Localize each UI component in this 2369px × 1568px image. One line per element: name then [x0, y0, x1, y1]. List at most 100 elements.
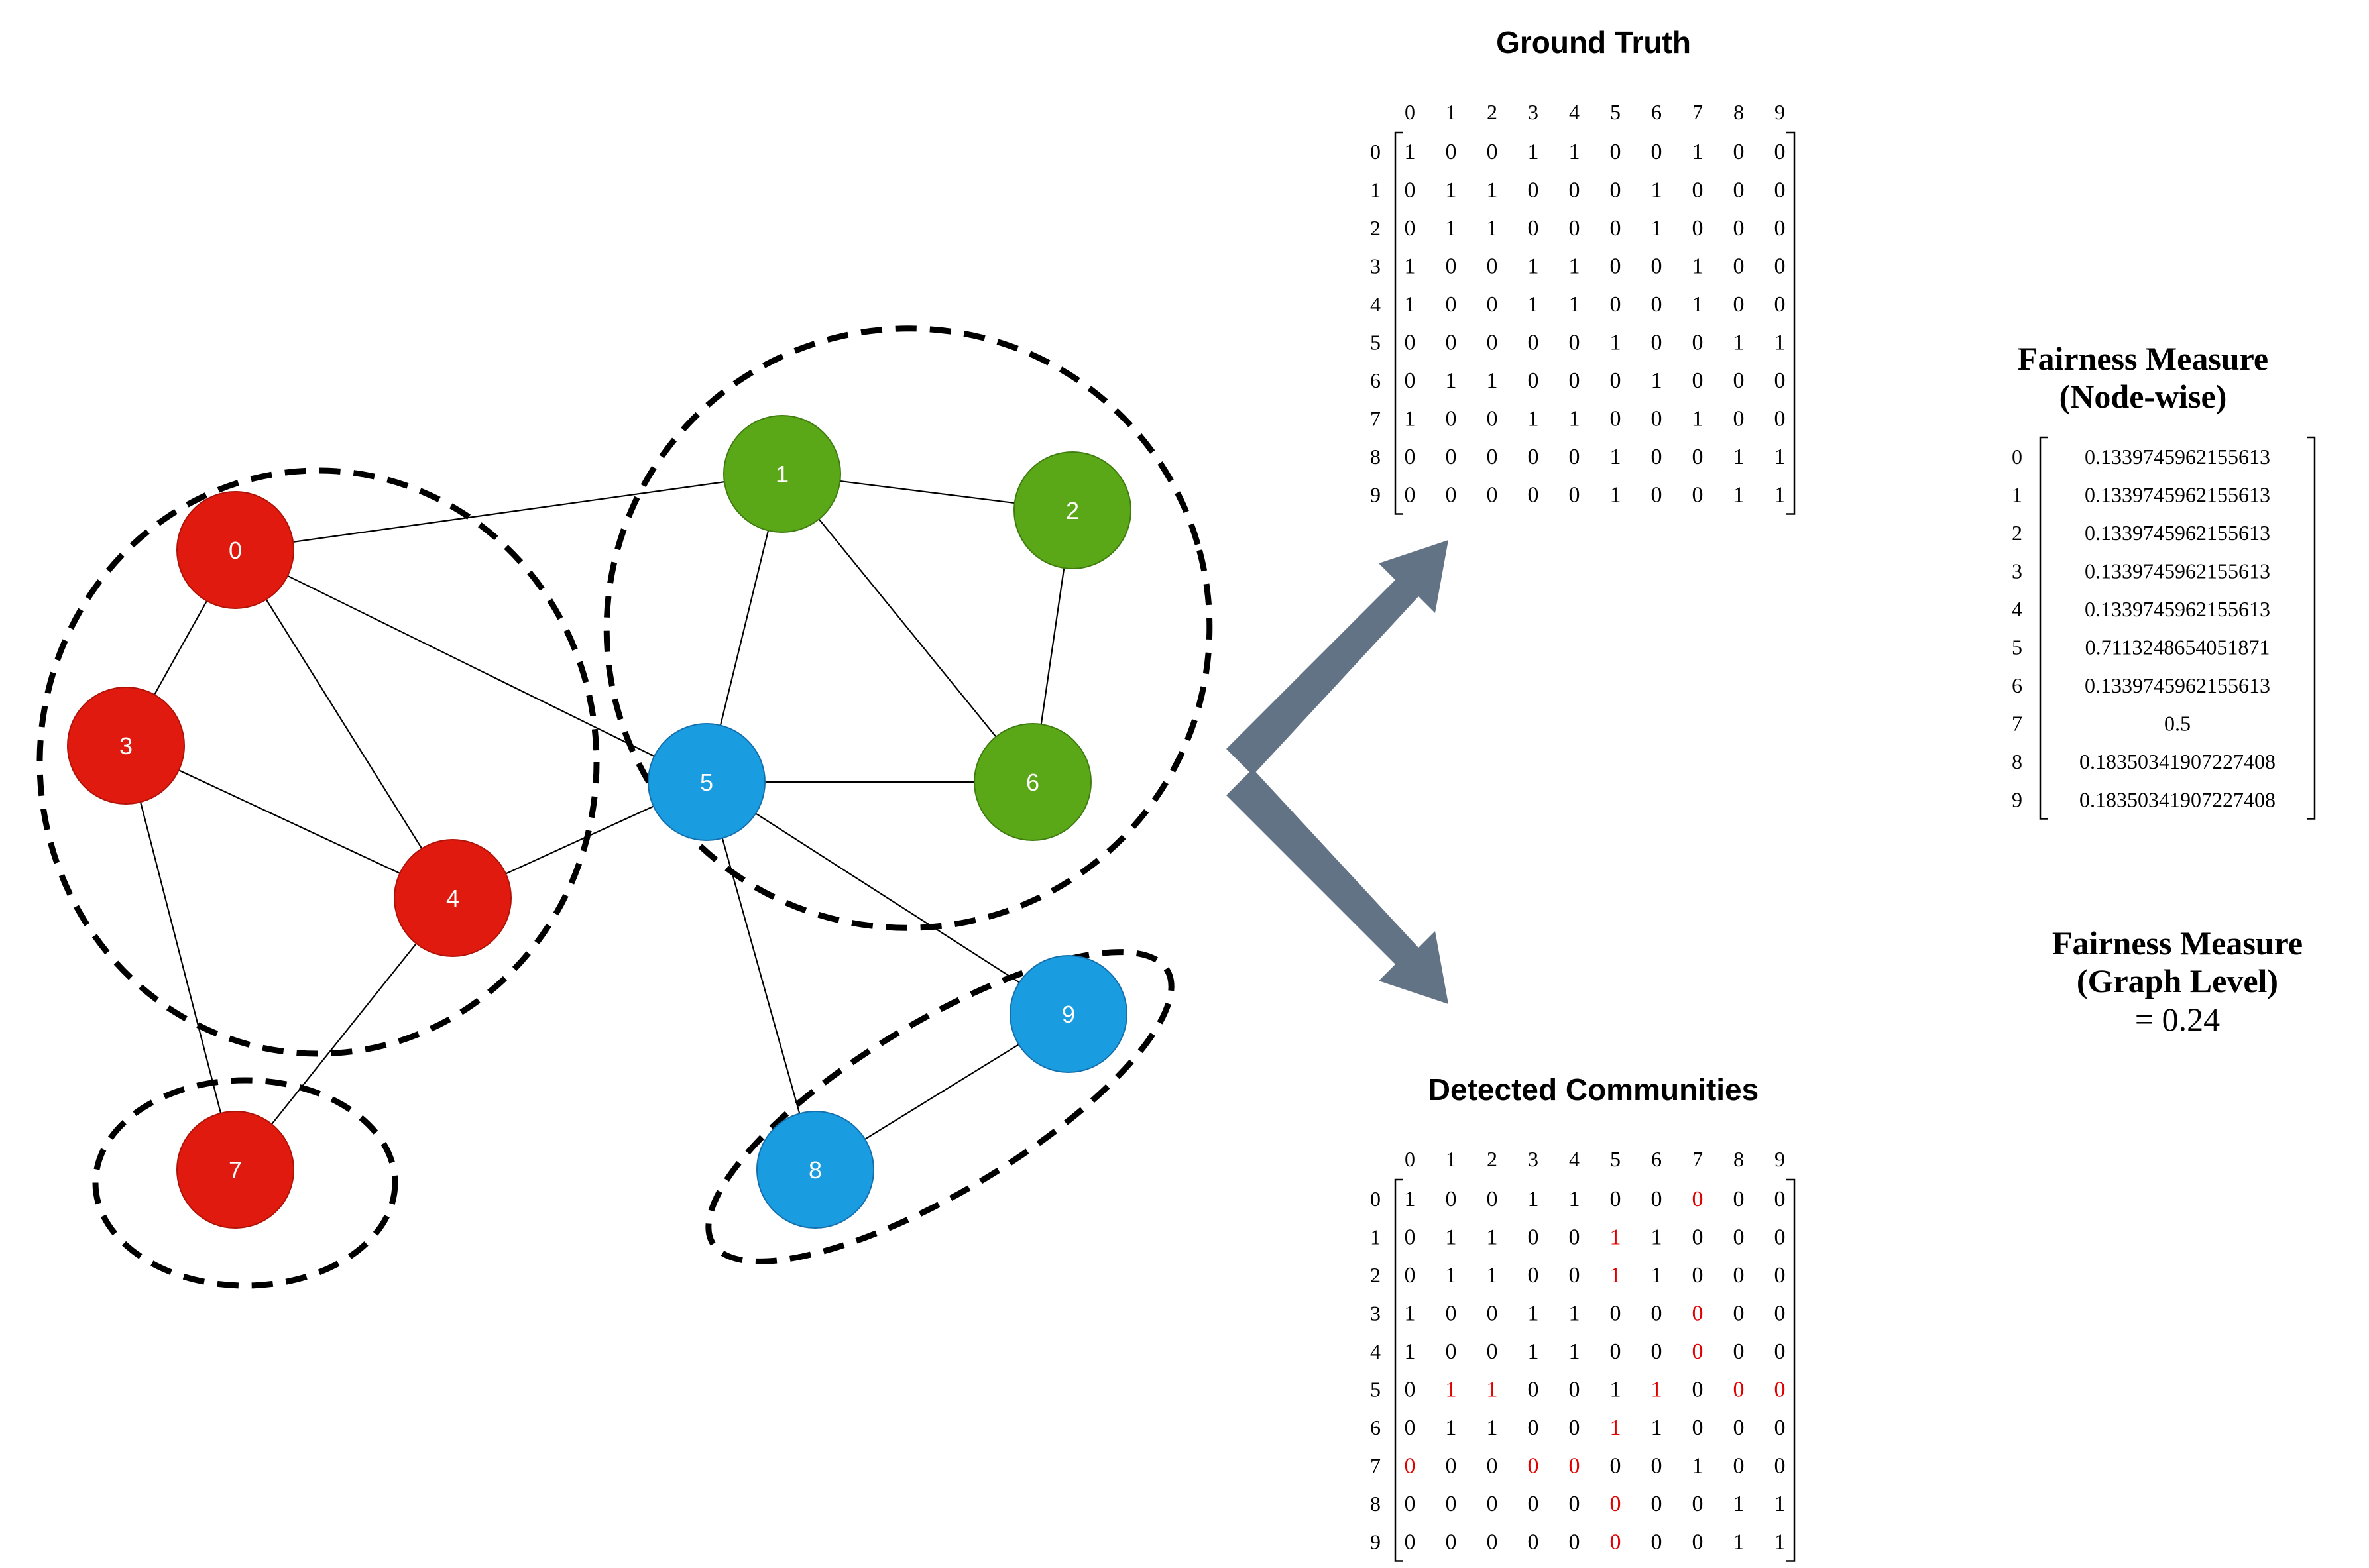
node-3-circle — [67, 687, 185, 805]
matrix-col-label: 3 — [1528, 1147, 1538, 1171]
matrix-cell: 0 — [1774, 1263, 1786, 1288]
matrix-row-label: 9 — [1370, 483, 1381, 507]
matrix-cell: 0 — [1610, 368, 1621, 393]
matrix-right-bracket — [1786, 1178, 1796, 1562]
node-5-label: 5 — [700, 769, 713, 796]
matrix-cell: 1 — [1610, 1416, 1621, 1440]
node-9[interactable]: 9 — [1010, 955, 1127, 1073]
matrix-left-bracket — [1394, 1178, 1403, 1562]
matrix-cell: 1 — [1569, 292, 1580, 317]
matrix-cell: 0 — [1446, 331, 1457, 355]
matrix-cell: 0 — [1528, 1492, 1539, 1516]
matrix-cell: 0 — [1692, 1492, 1704, 1516]
graph-nodes: 0 1 2 3 4 5 6 7 8 9 — [67, 415, 1131, 1229]
vector-left-bracket — [2039, 436, 2048, 820]
node-1[interactable]: 1 — [723, 415, 841, 533]
node-7[interactable]: 7 — [176, 1111, 294, 1229]
matrix-col-label: 3 — [1528, 100, 1538, 124]
matrix-cell: 1 — [1446, 368, 1457, 393]
matrix-cell: 1 — [1446, 216, 1457, 241]
arrow-up-icon — [1226, 540, 1448, 775]
node-fairness-row-label: 9 — [2012, 788, 2022, 812]
node-fairness-row-label: 8 — [2012, 750, 2022, 773]
matrix-col-label: 7 — [1692, 1147, 1703, 1171]
matrix-cell: 0 — [1733, 140, 1745, 164]
node-fairness-value: 0.18350341907227408 — [2079, 750, 2276, 773]
node-fairness-title-line1: Fairness Measure — [2018, 340, 2268, 377]
matrix-row-label: 0 — [1370, 1187, 1381, 1211]
matrix-cell: 0 — [1487, 445, 1498, 469]
matrix-cell: 1 — [1774, 445, 1786, 469]
node-fairness-value: 0.1339745962155613 — [2085, 673, 2270, 697]
community-boundary-red — [36, 467, 600, 1057]
node-fairness-row-label: 1 — [2012, 483, 2022, 507]
matrix-cell: 1 — [1405, 140, 1416, 164]
matrix-row-label: 2 — [1370, 1263, 1381, 1287]
matrix-cell: 0 — [1569, 1263, 1580, 1288]
node-8[interactable]: 8 — [756, 1111, 874, 1229]
matrix-col-label: 2 — [1487, 1147, 1497, 1171]
matrix-cell: 0 — [1692, 1378, 1704, 1402]
node-9-label: 9 — [1062, 1001, 1075, 1028]
matrix-cell: 0 — [1692, 1416, 1704, 1440]
matrix-cell: 1 — [1405, 1302, 1416, 1326]
matrix-row-label: 5 — [1370, 331, 1381, 355]
matrix-col-label: 6 — [1651, 100, 1662, 124]
node-4-label: 4 — [446, 885, 459, 912]
matrix-cell: 0 — [1692, 483, 1704, 508]
matrix-cell: 0 — [1528, 216, 1539, 241]
matrix-cell: 1 — [1569, 1187, 1580, 1211]
matrix-cell: 0 — [1774, 1187, 1786, 1211]
matrix-cell: 0 — [1610, 1530, 1621, 1555]
matrix-cell: 0 — [1528, 331, 1539, 355]
matrix-cell: 1 — [1774, 1530, 1786, 1555]
matrix-cell: 1 — [1569, 1339, 1580, 1364]
matrix-cell: 0 — [1774, 1454, 1786, 1479]
matrix-cell: 0 — [1569, 1530, 1580, 1555]
node-fairness-value: 0.1339745962155613 — [2085, 559, 2270, 583]
matrix-cell: 0 — [1446, 407, 1457, 431]
matrix-cell: 0 — [1610, 140, 1621, 164]
matrix-cell: 0 — [1528, 1454, 1539, 1479]
matrix-cell: 0 — [1692, 368, 1704, 393]
matrix-col-label: 2 — [1487, 100, 1497, 124]
matrix-row-label: 2 — [1370, 216, 1381, 240]
matrix-cell: 1 — [1733, 1492, 1745, 1516]
matrix-cell: 0 — [1610, 216, 1621, 241]
matrix-cell: 0 — [1733, 407, 1745, 431]
matrix-cell: 0 — [1569, 368, 1580, 393]
ground-truth-title: Ground Truth — [1496, 25, 1691, 60]
matrix-cell: 1 — [1610, 1378, 1621, 1402]
matrix-cell: 0 — [1651, 1339, 1662, 1364]
matrix-cell: 1 — [1733, 1530, 1745, 1555]
matrix-col-label: 9 — [1774, 1147, 1785, 1171]
node-0[interactable]: 0 — [176, 491, 294, 609]
graph-fairness-value: = 0.24 — [2135, 1001, 2220, 1038]
matrix-cell: 0 — [1692, 445, 1704, 469]
matrix-cell: 0 — [1651, 140, 1662, 164]
matrix-cell: 0 — [1487, 483, 1498, 508]
node-5[interactable]: 5 — [648, 723, 766, 841]
node-6[interactable]: 6 — [974, 723, 1092, 841]
node-fairness-row-label: 7 — [2012, 712, 2022, 736]
node-3[interactable]: 3 — [67, 687, 185, 805]
node-2[interactable]: 2 — [1013, 451, 1131, 569]
node-4[interactable]: 4 — [394, 839, 512, 957]
matrix-left-bracket — [1394, 131, 1403, 515]
matrix-cell: 0 — [1446, 254, 1457, 279]
matrix-cell: 1 — [1651, 216, 1662, 241]
matrix-cell: 1 — [1446, 1263, 1457, 1288]
matrix-cell: 0 — [1528, 1263, 1539, 1288]
matrix-cell: 0 — [1528, 1225, 1539, 1250]
node-6-label: 6 — [1026, 769, 1039, 796]
matrix-cell: 0 — [1610, 178, 1621, 203]
matrix-cell: 0 — [1569, 1454, 1580, 1479]
matrix-cell: 1 — [1692, 1454, 1704, 1479]
matrix-cell: 0 — [1733, 216, 1745, 241]
matrix-cell: 0 — [1733, 1339, 1745, 1364]
matrix-cell: 0 — [1446, 1302, 1457, 1326]
matrix-cell: 0 — [1692, 178, 1704, 203]
matrix-cell: 1 — [1528, 1187, 1539, 1211]
